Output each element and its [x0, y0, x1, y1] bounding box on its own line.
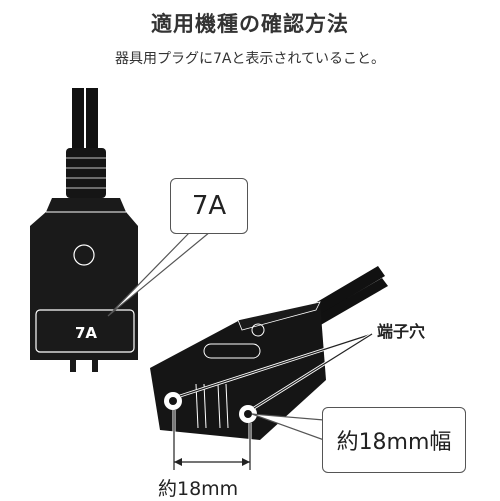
page-subtitle: 器具用プラグに7Aと表示されていること。	[114, 51, 386, 67]
upper-cord	[72, 88, 98, 160]
rating-callout: 7A	[170, 178, 248, 234]
plug-rating-label: 7A	[74, 324, 98, 342]
rating-callout-text: 7A	[191, 191, 227, 221]
terminal-pointers	[179, 332, 373, 410]
strain-relief	[66, 148, 106, 198]
appliance-plug	[30, 198, 138, 372]
width-callout: 約18mm幅	[322, 407, 466, 473]
spacing-label: 約18mm	[158, 478, 239, 500]
power-connector	[150, 301, 326, 440]
terminal-holes-label: 端子穴	[377, 322, 426, 341]
width-callout-text: 約18mm幅	[336, 430, 452, 455]
dimension-lines	[172, 410, 252, 470]
lower-cord	[300, 266, 388, 330]
page-title: 適用機種の確認方法	[151, 12, 349, 36]
